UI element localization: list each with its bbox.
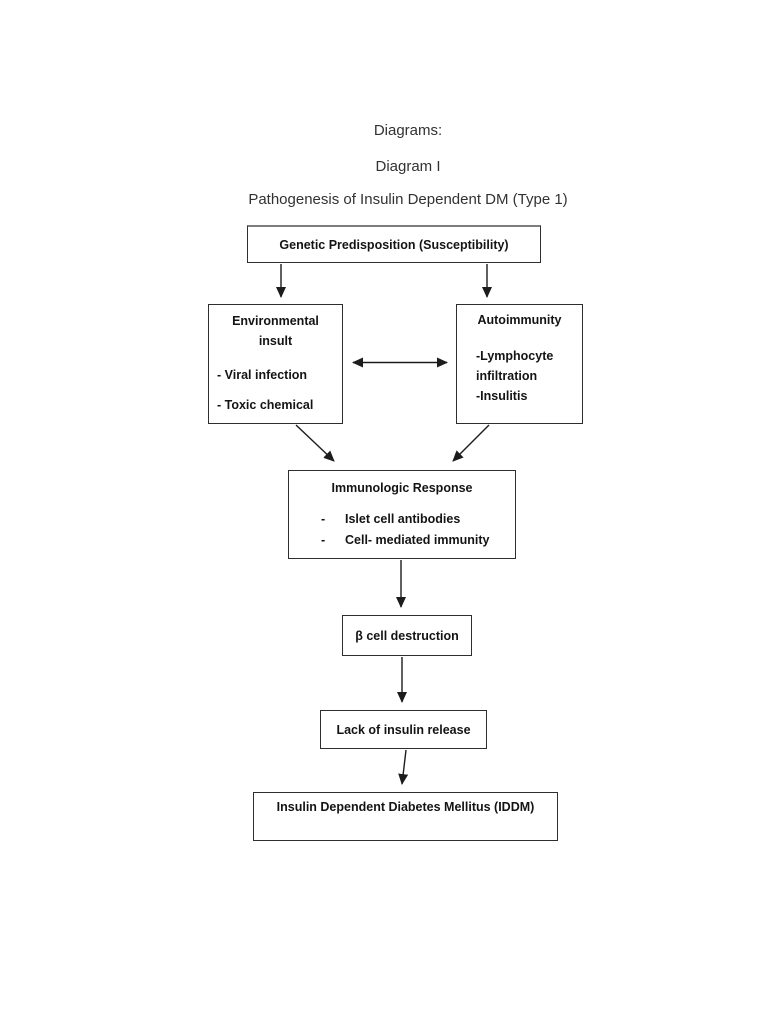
environmental-title-line2: insult (258, 334, 293, 348)
bullet-dash: - (321, 533, 326, 547)
node-lack-of-insulin-release: Lack of insulin release (320, 710, 487, 749)
autoimmunity-line-lymphocyte: -Lymphocyte (476, 349, 554, 363)
node-beta-cell-destruction: β cell destruction (342, 615, 472, 656)
node-lack-of-insulin-release-label: Lack of insulin release (336, 722, 471, 737)
environmental-item-toxic: - Toxic chemical (217, 398, 314, 412)
autoimmunity-line-insulitis: -Insulitis (476, 389, 528, 403)
environmental-item-viral: - Viral infection (217, 368, 308, 382)
autoimmunity-line-infiltration: infiltration (476, 369, 538, 383)
diagram-title: Pathogenesis of Insulin Dependent DM (Ty… (248, 191, 568, 208)
immunologic-item-islet: - Islet cell antibodies (289, 509, 515, 530)
node-iddm-label: Insulin Dependent Diabetes Mellitus (IDD… (276, 800, 535, 814)
arrow-lack-to-iddm (398, 749, 409, 785)
immunologic-item-cell-mediated: - Cell- mediated immunity (289, 530, 515, 551)
node-autoimmunity: Autoimmunity -Lymphocyte infiltration -I… (456, 304, 583, 424)
diagram-i-heading: Diagram I (375, 158, 441, 175)
node-immunologic-response: Immunologic Response - Islet cell antibo… (288, 470, 516, 559)
immunologic-response-title: Immunologic Response (331, 481, 473, 495)
immunologic-item-islet-label: Islet cell antibodies (345, 512, 461, 526)
node-iddm: Insulin Dependent Diabetes Mellitus (IDD… (253, 792, 558, 841)
diagrams-heading: Diagrams: (373, 122, 443, 139)
node-beta-cell-destruction-label: β cell destruction (355, 628, 459, 643)
node-environmental-insult: Environmental insult - Viral infection -… (208, 304, 343, 424)
node-genetic-predisposition: Genetic Predisposition (Susceptibility) (247, 225, 541, 263)
arrow-environmental-to-immunologic (295, 424, 335, 462)
autoimmunity-title: Autoimmunity (477, 313, 562, 327)
environmental-title-line1: Environmental (232, 314, 319, 328)
bullet-dash: - (321, 512, 326, 526)
arrow-autoimmunity-to-immunologic (452, 424, 490, 462)
node-genetic-predisposition-label: Genetic Predisposition (Susceptibility) (279, 237, 509, 252)
immunologic-item-cell-mediated-label: Cell- mediated immunity (345, 533, 490, 547)
